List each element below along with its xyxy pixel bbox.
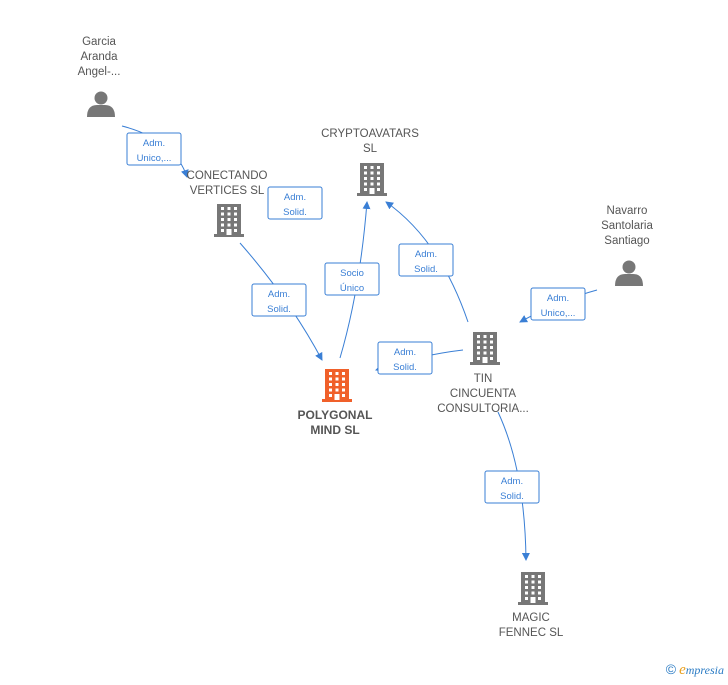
footer-brand[interactable]: ©empresia [666,661,724,679]
building-icon [518,572,548,605]
edge-label-line: Adm. [143,138,165,149]
node-label-line: TIN [474,373,493,385]
person-icon [87,91,115,117]
brand-name: mpresia [685,663,724,677]
edge-label-tin-crypto[interactable]: Adm. Solid. [398,243,454,277]
edge-label-line: Adm. [284,192,306,203]
node-label-line: FENNEC SL [499,627,564,639]
node-garcia[interactable]: GarciaArandaAngel-... [78,36,121,117]
edge-label-box [126,132,182,166]
building-icon [357,163,387,196]
node-label-line: MAGIC [512,612,550,624]
node-label-line: CONSULTORIA... [437,403,529,415]
node-conectando[interactable]: CONECTANDO VERTICES SL [187,170,268,237]
node-tin[interactable]: TIN CINCUENTA CONSULTORIA... [437,332,529,415]
edge-label-line: Unico,... [541,308,576,319]
edge-label-line: Adm. [547,293,569,304]
node-label-line: CONECTANDO [187,170,268,182]
node-label-line: Santolaria [601,220,653,232]
edge-label-box [267,186,323,220]
edge-label-line: Adm. [415,249,437,260]
node-label-line: Garcia [82,36,116,48]
node-label-line: Aranda [80,51,118,63]
person-icon [615,260,643,286]
brand-initial: e [679,662,686,678]
edge-label-garcia-conectando[interactable]: Adm. Unico,... [126,132,182,166]
node-label-line: MIND SL [310,423,359,437]
edge-label-box [324,262,380,296]
edge-label-line: Socio [340,268,364,279]
edge-label-tin-polygonal[interactable]: Adm. Solid. [377,341,433,375]
node-label-line: Angel-... [78,66,121,78]
edge-label-conectando-polygonal[interactable]: Adm. Solid. [251,283,307,317]
building-icon [470,332,500,365]
node-magic[interactable]: MAGIC FENNEC SL [499,572,564,639]
edge-label-box [251,283,307,317]
edge-label-line: Solid. [393,362,417,373]
node-label-line: CINCUENTA [450,388,517,400]
edge-label-line: Adm. [394,347,416,358]
node-label-line: CRYPTOAVATARS [321,128,419,140]
node-label-line: POLYGONAL [298,408,373,422]
copyright-symbol: © [665,661,677,677]
edge-label-tin-magic[interactable]: Adm. Solid. [484,470,540,504]
edge-label-conectando-crypto[interactable]: Adm. Solid. [267,186,323,220]
edge-label-line: Solid. [267,304,291,315]
edge-label-line: Adm. [268,289,290,300]
edge-label-navarro-tin[interactable]: Adm. Unico,... [530,287,586,321]
node-label-line: Santiago [604,235,649,247]
edge-label-line: Solid. [500,491,524,502]
node-crypto[interactable]: CRYPTOAVATARS SL [321,128,419,196]
building-icon [214,204,244,237]
building-icon [322,369,352,402]
edge-label-box [398,243,454,277]
edge-label-line: Único [340,283,364,294]
edge-label-line: Adm. [501,476,523,487]
node-label-line: Navarro [607,205,648,217]
edge-label-box [530,287,586,321]
edge-label-line: Solid. [414,264,438,275]
edge-label-line: Unico,... [137,153,172,164]
node-label-line: SL [363,143,378,155]
edge-label-line: Solid. [283,207,307,218]
edge-label-box [484,470,540,504]
edge-label-box [377,341,433,375]
node-label-line: VERTICES SL [190,185,265,197]
